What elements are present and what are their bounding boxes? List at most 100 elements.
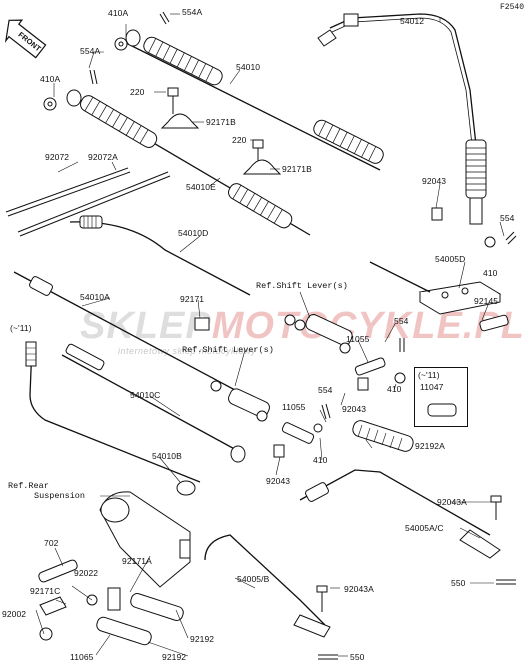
label-11047: 11047	[420, 382, 444, 392]
label-92022: 92022	[74, 568, 99, 578]
label-92072A: 92072A	[88, 152, 118, 162]
diagram-code: F2540	[499, 3, 524, 12]
rod-92072A	[17, 171, 171, 237]
pin-92043A-b	[316, 585, 328, 612]
plate-92171A	[107, 587, 121, 611]
label-92043-low: 92043	[266, 476, 291, 486]
label-11055-b: 11055	[282, 402, 306, 412]
bracket-54005D	[369, 261, 502, 315]
note-box-right	[414, 367, 468, 427]
pin-92043-low	[273, 444, 285, 458]
label-54010: 54010	[236, 62, 261, 72]
cable-11-left	[25, 341, 201, 496]
label-220-a: 220	[130, 87, 145, 97]
label-54005D: 54005D	[435, 254, 466, 264]
label-note-11-left: (~'11)	[10, 323, 32, 333]
bolt-220-b	[252, 139, 264, 162]
label-54010E: 54010E	[186, 182, 216, 192]
link-11055-b	[281, 422, 315, 444]
label-54012: 54012	[400, 16, 425, 26]
label-92192-a: 92192	[190, 634, 215, 644]
label-92043A-b: 92043A	[344, 584, 374, 594]
rod-92072	[5, 167, 131, 217]
washer-410-low	[313, 423, 323, 433]
label-note-11-right: (~'11)	[418, 370, 440, 380]
label-410A-left: 410A	[40, 74, 61, 84]
tube-702	[38, 559, 78, 583]
spring-92145	[479, 314, 509, 332]
label-554-low: 554	[318, 385, 333, 395]
label-54010C: 54010C	[130, 390, 161, 400]
label-92171B-a: 92171B	[206, 117, 236, 127]
clip-92171	[194, 317, 210, 331]
label-54010B: 54010B	[152, 451, 182, 461]
label-11055-a: 11055	[346, 334, 370, 344]
washer-410A-top	[114, 37, 128, 51]
label-92043-r: 92043	[422, 176, 447, 186]
label-92145: 92145	[474, 296, 499, 306]
bolt-220-a	[167, 87, 179, 114]
cover-11047	[427, 403, 457, 417]
watermark-subtitle: internetowy sklep motocyklowy	[118, 346, 257, 356]
bracket-92171B-b	[242, 159, 282, 175]
label-554A-left: 554A	[80, 46, 101, 56]
label-410-low: 410	[313, 455, 328, 465]
cotter-554-r	[505, 231, 517, 245]
label-54005AC: 54005A/C	[405, 523, 444, 533]
label-ref-shift-2: Ref.Shift Lever(s)	[182, 345, 274, 355]
washer-410-mid	[394, 372, 406, 384]
label-54010A: 54010A	[80, 292, 110, 302]
label-410-r: 410	[483, 268, 498, 278]
label-92171C: 92171C	[30, 586, 61, 596]
bracket-92171B-a	[160, 113, 200, 129]
rear-suspension-bracket	[99, 491, 191, 588]
label-92171A: 92171A	[122, 556, 152, 566]
label-11065: 11065	[70, 652, 94, 662]
pin-92043-r	[431, 207, 443, 221]
washer-410A-left	[43, 97, 57, 111]
label-54005B: 54005/B	[237, 574, 270, 584]
cotter-554-mid	[399, 338, 405, 352]
label-220-b: 220	[232, 135, 247, 145]
cover-92192A	[352, 420, 414, 452]
spring-group-lower	[210, 380, 270, 422]
label-92192-b: 92192	[162, 652, 187, 662]
label-550-a: 550	[451, 578, 466, 588]
link-11055-a	[354, 357, 386, 376]
label-ref-shift-1: Ref.Shift Lever(s)	[256, 281, 348, 291]
label-54010D: 54010D	[178, 228, 209, 238]
label-92192A: 92192A	[415, 441, 445, 451]
label-92171: 92171	[180, 294, 205, 304]
label-410A-top: 410A	[108, 8, 129, 18]
label-92043A-a: 92043A	[437, 497, 467, 507]
cable-54005AC	[299, 469, 501, 559]
label-92072: 92072	[45, 152, 70, 162]
pin-92043-mid	[357, 377, 369, 391]
pin-92043A-a	[490, 495, 502, 520]
label-550-b: 550	[350, 652, 365, 662]
label-554A-top: 554A	[182, 7, 203, 17]
label-92043-mid: 92043	[342, 404, 367, 414]
cover-92192-b	[96, 616, 152, 646]
cable-54012	[317, 13, 487, 225]
cable-54005B	[204, 534, 331, 638]
spring-group-upper	[284, 314, 353, 354]
bracket-92171C	[39, 596, 67, 616]
label-suspension: Suspension	[34, 491, 86, 501]
label-410-mid: 410	[387, 384, 402, 394]
cotter-554-low	[321, 403, 331, 420]
clip-550-a	[496, 579, 516, 585]
cable-54010A	[13, 271, 236, 391]
cable-54010E	[66, 89, 311, 236]
cover-92192-a	[130, 593, 184, 621]
front-arrow-icon	[4, 19, 47, 59]
leader-lines	[35, 13, 505, 657]
bolt-92002	[39, 627, 53, 641]
cable-54010D	[69, 215, 251, 296]
cotter-pin-554A-top	[159, 11, 170, 25]
watermark-part-a: SKLEP	[80, 305, 212, 347]
label-702: 702	[44, 538, 59, 548]
label-92002: 92002	[2, 609, 27, 619]
